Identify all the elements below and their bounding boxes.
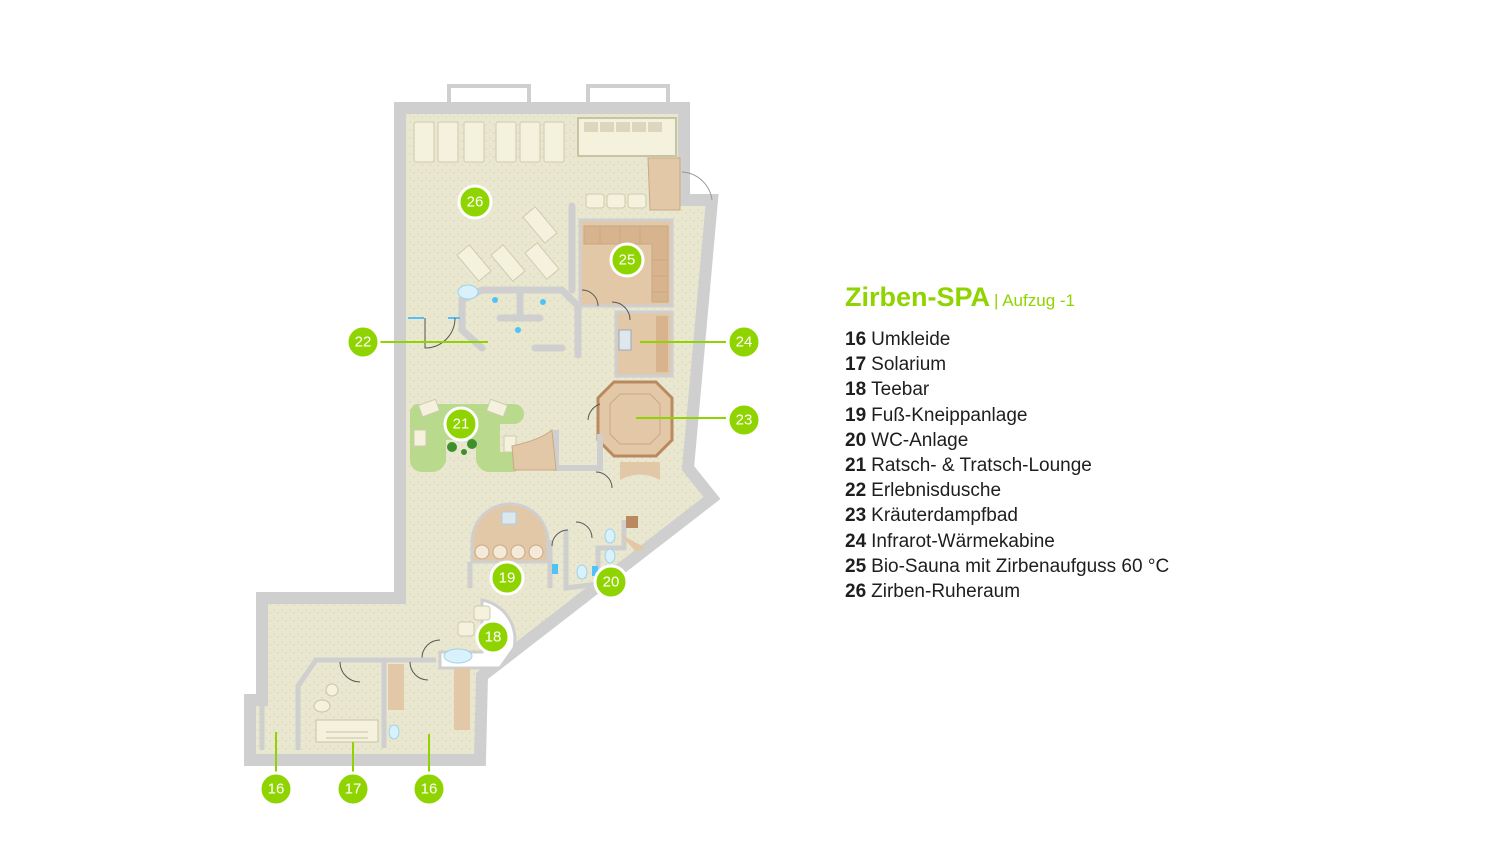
marker-25[interactable]: 25 [609, 242, 645, 278]
marker-20[interactable]: 20 [593, 564, 629, 600]
marker-label: 18 [485, 629, 502, 646]
legend-item-label: Umkleide [871, 329, 951, 350]
diagonal-loungers [456, 206, 560, 282]
legend-item-label: Solarium [871, 354, 947, 376]
marker-label: 16 [268, 781, 285, 798]
legend-item-label: Zirben-Ruheraum [871, 581, 1021, 603]
marker-23[interactable]: 23 [726, 402, 762, 438]
marker-18[interactable]: 18 [475, 619, 511, 655]
marker-16a[interactable]: 16 [258, 771, 294, 807]
legend-subtitle: | Aufzug -1 [994, 291, 1075, 310]
marker-label: 23 [736, 412, 753, 429]
legend-item-number: 17 [845, 354, 867, 376]
marker-17[interactable]: 17 [335, 771, 371, 807]
legend-item-number: 21 [845, 455, 867, 477]
bench [388, 664, 404, 710]
legend-item-label: Ratsch- & Tratsch-Lounge [871, 455, 1092, 477]
solarium-bed [315, 719, 379, 743]
legend-item-number: 16 [845, 329, 867, 350]
legend-item-number: 22 [845, 480, 867, 502]
steam-bath [596, 380, 674, 458]
marker-label: 21 [453, 416, 470, 433]
kneipp-pool [470, 502, 550, 564]
changing-walls [259, 657, 436, 750]
marker-label: 19 [499, 570, 516, 587]
legend-item-number: 25 [845, 555, 867, 577]
legend-title: Zirben-SPA [845, 282, 991, 312]
marker-22[interactable]: 22 [345, 324, 381, 360]
legend-item-number: 26 [845, 581, 867, 603]
marker-label: 20 [603, 574, 620, 591]
marker-label: 16 [421, 781, 438, 798]
marker-label: 25 [619, 252, 636, 269]
legend-item-label: Teebar [871, 379, 930, 401]
legend-item-label: Fuß-Kneippanlage [871, 404, 1028, 426]
legend-item-number: 24 [845, 530, 867, 552]
legend-heading: Zirben-SPA | Aufzug -1 [845, 282, 1445, 313]
bench [454, 668, 470, 730]
legend-item-number: 18 [845, 379, 867, 401]
marker-24[interactable]: 24 [726, 324, 762, 360]
legend-item-label: WC-Anlage [871, 429, 969, 451]
staircase [647, 157, 681, 211]
marker-19[interactable]: 19 [489, 560, 525, 596]
legend-item-label: Infrarot-Wärmekabine [871, 530, 1055, 552]
legend-item-label: Kräuterdampfbad [871, 505, 1018, 527]
legend-item-number: 19 [845, 404, 867, 426]
marker-21[interactable]: 21 [443, 406, 479, 442]
marker-label: 17 [345, 781, 362, 798]
legend-item-number: 20 [845, 429, 867, 451]
marker-16b[interactable]: 16 [411, 771, 447, 807]
legend-item-label: Erlebnisdusche [871, 480, 1002, 502]
marker-label: 24 [736, 334, 753, 351]
marker-26[interactable]: 26 [457, 184, 493, 220]
marker-label: 26 [467, 194, 484, 211]
legend-item-number: 23 [845, 505, 867, 527]
legend-item-label: Bio-Sauna mit Zirbenaufguss 60 °C [871, 555, 1170, 577]
lounger-row [413, 121, 565, 163]
marker-label: 22 [355, 334, 372, 351]
